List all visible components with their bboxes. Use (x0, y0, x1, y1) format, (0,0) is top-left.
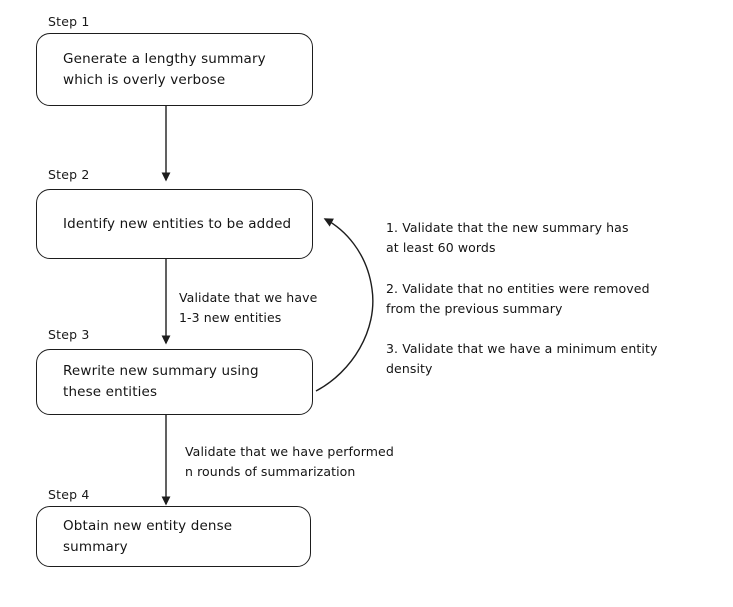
connector-step3-step2-feedback (315, 218, 374, 392)
node-step-2-text: Identify new entities to be added (63, 215, 292, 232)
edge-label-step2-step3: Validate that we have 1-3 new entities (179, 290, 318, 326)
validation-notes-list: 1. Validate that the new summary has at … (386, 218, 704, 380)
step-label-4: Step 4 (48, 487, 90, 502)
step-label-1: Step 1 (48, 14, 90, 29)
edge-label-step3-step4: Validate that we have performed n rounds… (185, 444, 394, 480)
node-step-3[interactable]: Rewrite new summary using these entities (36, 349, 313, 415)
node-step-4-text: Obtain new entity dense summary (63, 517, 233, 555)
node-step-1-text: Generate a lengthy summary which is over… (63, 50, 266, 88)
step-label-3: Step 3 (48, 327, 90, 342)
node-step-2[interactable]: Identify new entities to be added (36, 189, 313, 259)
validation-note-1: 1. Validate that the new summary has at … (386, 220, 629, 256)
node-step-4[interactable]: Obtain new entity dense summary (36, 506, 311, 567)
validation-note-2: 2. Validate that no entities were remove… (386, 280, 650, 316)
step-label-2: Step 2 (48, 167, 90, 182)
node-step-1[interactable]: Generate a lengthy summary which is over… (36, 33, 313, 106)
validation-note-3: 3. Validate that we have a minimum entit… (386, 341, 658, 377)
node-step-3-text: Rewrite new summary using these entities (63, 363, 259, 400)
